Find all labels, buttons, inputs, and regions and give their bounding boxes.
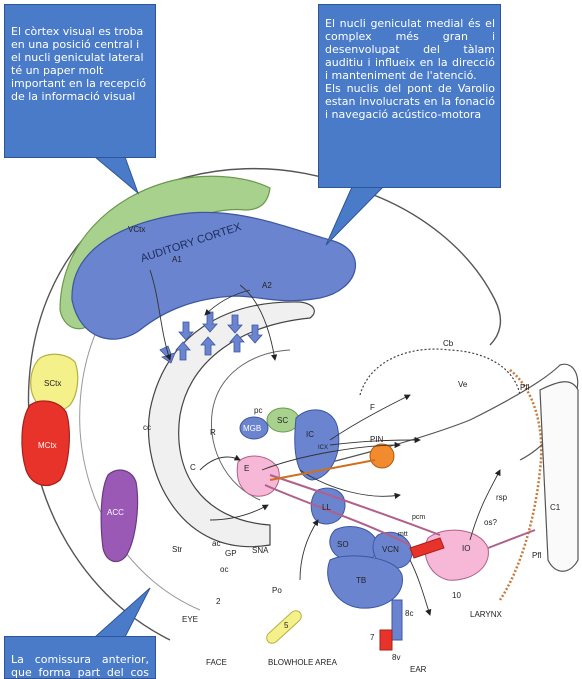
label-a2: A2 [262,281,272,290]
label-blowhole: BLOWHOLE AREA [268,658,338,667]
label-8c: 8c [405,609,413,618]
label-larynx: LARYNX [470,610,503,619]
label-vctx: VCtx [128,225,145,234]
label-cb: Cb [443,339,454,348]
pink-tract-to-cord [488,530,535,548]
callout-visual-cortex: El còrtex visual es troba en una posició… [4,4,156,158]
label-e: E [244,464,249,473]
label-io: IO [462,544,470,553]
label-pfl-bottom: Pfl [532,551,542,560]
paraflocculus-border [500,370,541,600]
label-icx: ICX [318,445,328,451]
label-mctx: MCtx [38,441,57,450]
label-7: 7 [370,633,375,642]
label-sna: SNA [252,546,269,555]
label-mgb: MGB [243,424,261,433]
cerebellum-outline [360,349,520,395]
label-pin: PIN [370,435,384,444]
label-pfl-top: Pfl [520,383,530,392]
label-cc: cc [143,423,151,432]
label-c: C [190,463,196,472]
label-str: Str [172,545,183,554]
label-ve: Ve [458,380,468,389]
label-ac: ac [212,539,220,548]
callout-auditory-pointer [326,187,383,245]
label-5: 5 [284,621,289,630]
label-8v: 8v [392,653,400,662]
label-ic: IC [306,430,314,439]
label-pcm: pcm [412,514,425,521]
callout-commissure-text: La comissura anterior, que forma part de… [11,653,149,679]
brainstem-outline [300,364,578,470]
label-a1: A1 [172,255,182,264]
label-c1: C1 [550,503,561,512]
label-sctx: SCtx [44,379,61,388]
cochlear-nerve [392,600,402,640]
callout-visual-text: El còrtex visual es troba en una posició… [11,25,146,103]
callout-auditory-text-1: El nucli geniculat medial és el complex … [325,17,495,82]
label-oc: oc [220,565,228,574]
label-pc: pc [254,406,262,415]
callout-anterior-commissure: La comissura anterior, que forma part de… [4,636,156,679]
label-po: Po [272,586,282,595]
label-face: FACE [206,658,227,667]
label-f: F [370,403,375,412]
callout-auditory-thalamus: El nucli geniculat medial és el complex … [318,4,501,188]
label-vcn: VCN [382,545,399,554]
callout-commissure-pointer [95,588,150,637]
label-ll: LL [322,503,331,512]
label-rsp: rsp [496,493,508,502]
label-2: 2 [216,597,221,606]
label-sc: SC [277,416,288,425]
pin-nucleus-region [370,444,394,468]
callout-visual-pointer [95,157,138,193]
label-gp: GP [225,549,237,558]
spinal-cord-outline [540,382,578,572]
label-so: SO [337,540,349,549]
label-acc: ACC [107,508,124,517]
label-10: 10 [452,591,461,600]
label-os: os? [484,518,497,527]
label-ear: EAR [410,665,427,674]
label-eye: EYE [182,615,198,624]
label-r: R [210,428,216,437]
callout-auditory-text-2: Els nuclis del pont de Varolio estan inv… [325,82,495,121]
inferior-olive-region [425,530,488,580]
label-mtt: mtt [398,531,408,538]
vestibular-nerve [380,630,392,650]
label-tb: TB [356,576,366,585]
